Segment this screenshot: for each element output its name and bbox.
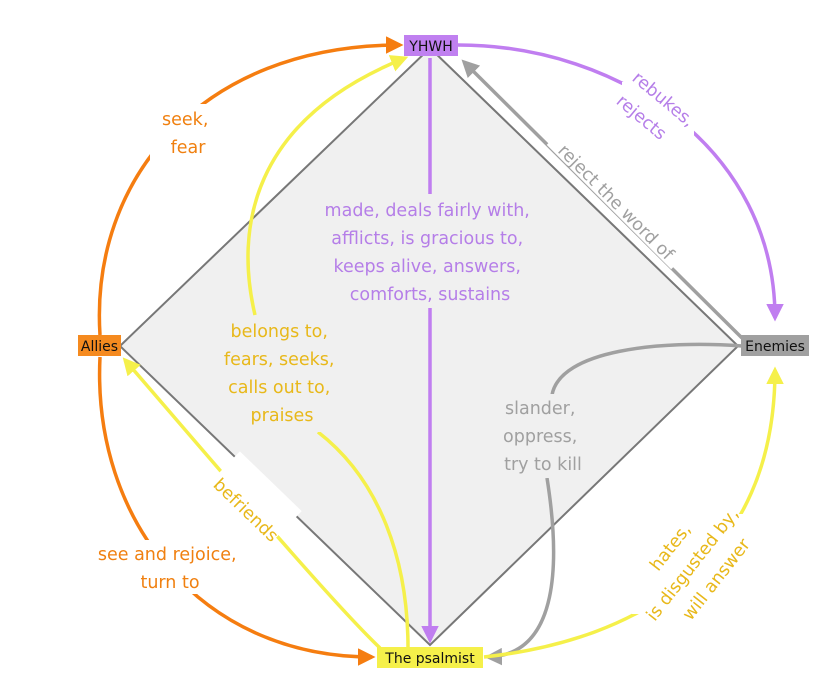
arrow-psalmist-to-yhwh-lower xyxy=(316,430,410,649)
node-yhwh-label: YHWH xyxy=(408,39,452,55)
node-yhwh: YHWH xyxy=(404,35,458,56)
node-psalmist: The psalmist xyxy=(377,647,483,668)
mask-slander xyxy=(498,394,590,478)
mask-reject-word xyxy=(546,130,686,270)
mask-yhwh-psalmist xyxy=(318,194,542,308)
node-psalmist-label: The psalmist xyxy=(384,651,475,667)
node-allies: Allies xyxy=(78,335,121,356)
label-psalmist-to-yhwh: belongs to, fears, seeks, calls out to, … xyxy=(224,322,340,426)
label-seek-fear: seek, fear xyxy=(162,110,214,158)
mask-psalmist-yhwh xyxy=(220,316,344,432)
node-enemies-label: Enemies xyxy=(745,339,805,355)
mask-seek-fear xyxy=(150,104,226,160)
label-yhwh-to-psalmist: made, deals fairly with, afflicts, is gr… xyxy=(325,201,536,305)
mask-hates xyxy=(632,514,752,614)
mask-befriends xyxy=(184,451,302,569)
node-allies-label: Allies xyxy=(81,339,118,355)
node-enemies: Enemies xyxy=(741,335,809,356)
mask-see-rejoice xyxy=(92,540,250,594)
mask-rebukes xyxy=(622,82,694,142)
label-see-rejoice: see and rejoice, turn to xyxy=(98,545,242,593)
label-enemies-to-psalmist: slander, oppress, try to kill xyxy=(503,399,583,475)
arrow-psalmist-to-yhwh-upper xyxy=(246,55,409,316)
